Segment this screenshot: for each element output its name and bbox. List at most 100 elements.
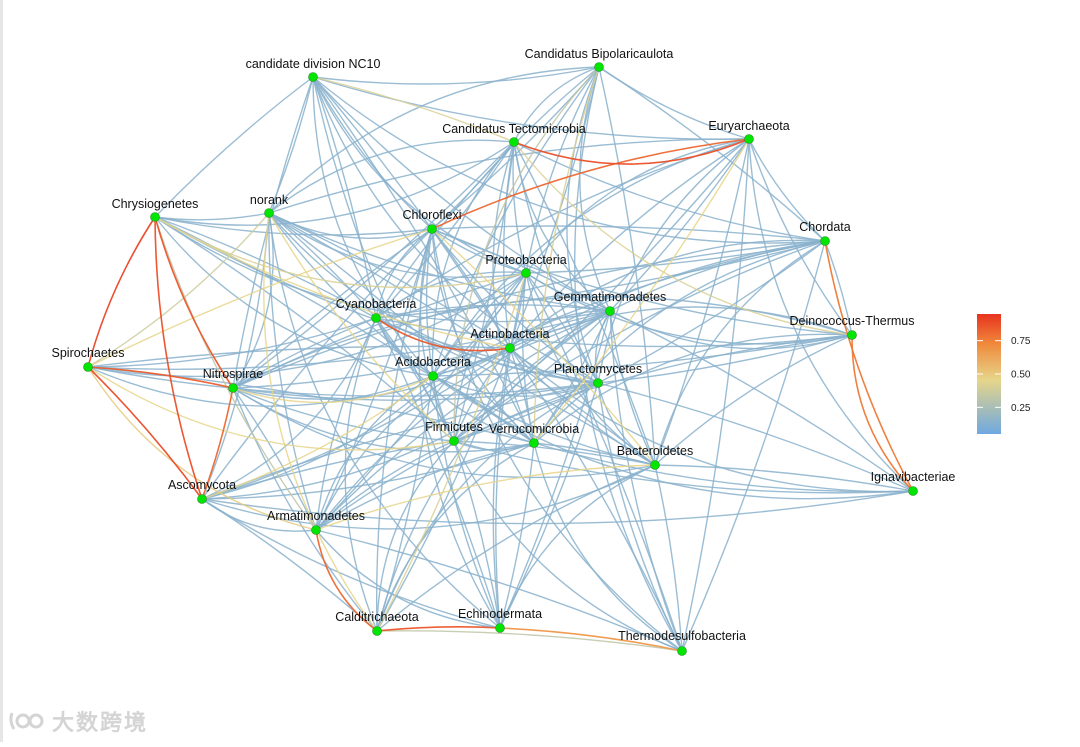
edge-spiro-firm (87, 366, 455, 451)
edge-chlor-cyan (375, 228, 433, 319)
edge-planc-caldi (376, 382, 599, 632)
edge-chrys-gemm (154, 216, 611, 323)
edge-bip-planc (566, 66, 600, 384)
node-prot (521, 268, 531, 278)
edge-tect-verru (492, 141, 535, 444)
node-spiro (83, 362, 93, 372)
edge-firm-armat (315, 440, 455, 531)
edge-nitro-armat (232, 387, 317, 531)
node-igna (908, 486, 918, 496)
edge-armat-caldi (315, 529, 378, 632)
edge-chord-bact (654, 240, 826, 466)
edge-ascom-acido (201, 375, 434, 500)
edge-deino-nitro (232, 296, 853, 389)
edge-actino-bact (509, 347, 656, 466)
edge-armat-echin (315, 529, 501, 629)
edge-cyan-deino (375, 317, 853, 348)
node-tect (509, 137, 519, 147)
node-label-nitro: Nitrospirae (203, 367, 263, 381)
edge-spiro-chlor (87, 228, 433, 368)
edge-deino-igna (851, 334, 914, 492)
edge-bip-verru (533, 66, 600, 444)
edge-norank-armat (268, 212, 317, 531)
edge-cyan-verru (375, 317, 535, 444)
edge-chlor-thermo (431, 228, 683, 652)
node-label-igna: Ignavibacteriae (871, 470, 956, 484)
legend-tick-label: 0.50 (1011, 370, 1031, 381)
edge-chlor-acido (425, 228, 434, 377)
legend-ticks: 0.250.500.75 (977, 336, 1031, 414)
edge-firm-caldi (376, 440, 455, 632)
edge-cyan-armat (315, 317, 377, 531)
edge-nitro-planc (232, 382, 599, 401)
node-label-verru: Verrucomicrobia (489, 422, 579, 436)
edge-tect-firm (453, 141, 515, 442)
edge-chlor-chord (431, 225, 826, 242)
node-label-cyan: Cyanobacteria (336, 297, 417, 311)
edge-tect-actino (502, 141, 515, 349)
edge-spiro-acido (87, 366, 434, 407)
edge-caldi-echin (376, 626, 501, 632)
edge-spiro-ascom (87, 366, 203, 500)
edge-spiro-gemm (87, 310, 611, 370)
edge-spiro-nitro (87, 366, 234, 389)
edge-verru-echin (499, 442, 535, 629)
watermark-text: 大数跨境 (52, 710, 149, 735)
edge-chrys-actino (154, 216, 511, 349)
edge-bact-armat (315, 464, 656, 531)
edge-chrys-tect (154, 141, 515, 226)
edge-cyan-actino (375, 317, 511, 352)
node-layer (83, 62, 918, 656)
edge-chlor-gemm (431, 228, 611, 312)
edge-nitro-firm (232, 387, 455, 442)
node-echin (495, 623, 505, 633)
node-label-ncc10: candidate division NC10 (246, 57, 381, 71)
edge-nitro-acido (232, 375, 434, 404)
edge-prot-cyan (375, 271, 527, 319)
edge-chrys-spiro (87, 216, 156, 368)
edge-firm-igna (453, 440, 914, 494)
edge-chord-planc (597, 240, 826, 384)
edge-eury-chord (748, 138, 826, 242)
node-chrys (150, 212, 160, 222)
edge-tect-eury (513, 138, 750, 165)
edge-chlor-prot (431, 228, 527, 274)
edge-nitro-ascom (201, 387, 234, 500)
node-label-eury: Euryarchaeota (708, 119, 789, 133)
edge-chrys-norank (154, 212, 270, 221)
node-caldi (372, 626, 382, 636)
edge-eury-chlor (431, 138, 750, 230)
edge-chord-igna (824, 240, 914, 492)
node-chlor (427, 224, 437, 234)
node-label-caldi: Calditrichaeota (335, 610, 418, 624)
edge-prot-bact (525, 272, 656, 466)
edge-chord-deino (824, 240, 853, 336)
edge-caldi-thermo (376, 630, 683, 652)
edge-tect-norank (268, 139, 515, 214)
edge-spiro-cyan (87, 317, 377, 368)
edge-norank-firm (268, 212, 455, 442)
node-label-chlor: Chloroflexi (402, 208, 461, 222)
edge-chord-thermo (681, 240, 826, 652)
edge-cyan-echin (375, 317, 501, 629)
edge-planc-thermo (597, 382, 683, 652)
edge-prot-deino (525, 272, 853, 345)
edge-bip-bact (598, 66, 656, 466)
edge-chrys-acido (154, 216, 434, 377)
edge-ncc10-cyan (312, 76, 377, 319)
node-label-norank: norank (250, 193, 289, 207)
edge-chlor-caldi (375, 228, 433, 632)
node-armat (311, 525, 321, 535)
node-label-tect: Candidatus Tectomicrobia (442, 122, 586, 136)
legend-tick-label: 0.25 (1011, 403, 1031, 414)
edge-gemm-actino (509, 310, 611, 349)
edge-eury-norank (268, 138, 750, 214)
node-label-echin: Echinodermata (458, 607, 542, 621)
edge-bip-prot (525, 66, 600, 274)
edge-tect-chord (513, 141, 826, 242)
edge-bip-thermo (574, 66, 683, 652)
edge-bip-firm (453, 66, 600, 442)
edge-ncc10-chlor (312, 76, 433, 230)
